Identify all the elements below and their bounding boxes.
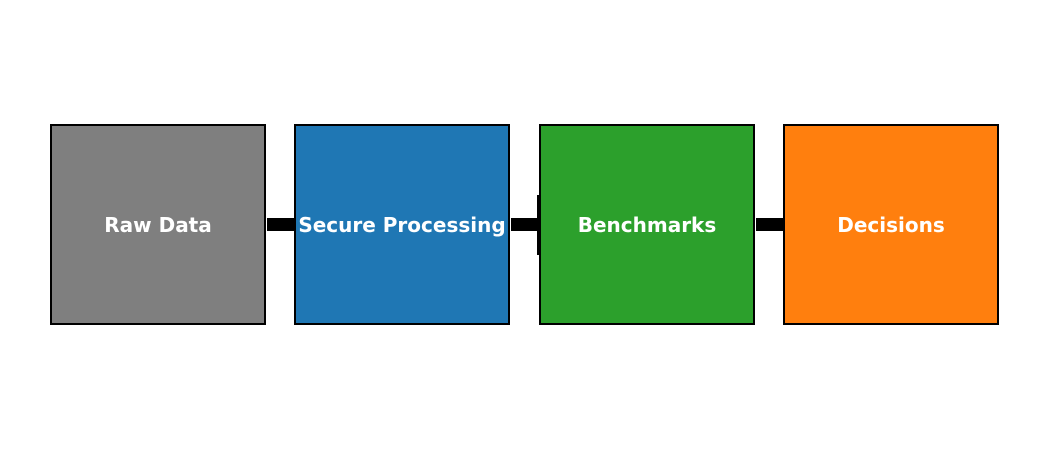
step-label: Secure Processing bbox=[298, 212, 506, 237]
connector-raw-to-processing bbox=[267, 218, 295, 231]
step-box-secure-processing: Secure Processing bbox=[294, 124, 510, 325]
step-label: Decisions bbox=[837, 212, 945, 237]
connector-processing-to-benchmarks bbox=[511, 218, 539, 231]
step-box-decisions: Decisions bbox=[783, 124, 999, 325]
step-box-benchmarks: Benchmarks bbox=[539, 124, 755, 325]
step-label: Benchmarks bbox=[577, 212, 717, 237]
connector-benchmarks-to-decisions bbox=[756, 218, 784, 231]
step-box-raw-data: Raw Data bbox=[50, 124, 266, 325]
step-label: Raw Data bbox=[104, 212, 212, 237]
connector-junction-mark bbox=[537, 195, 539, 255]
